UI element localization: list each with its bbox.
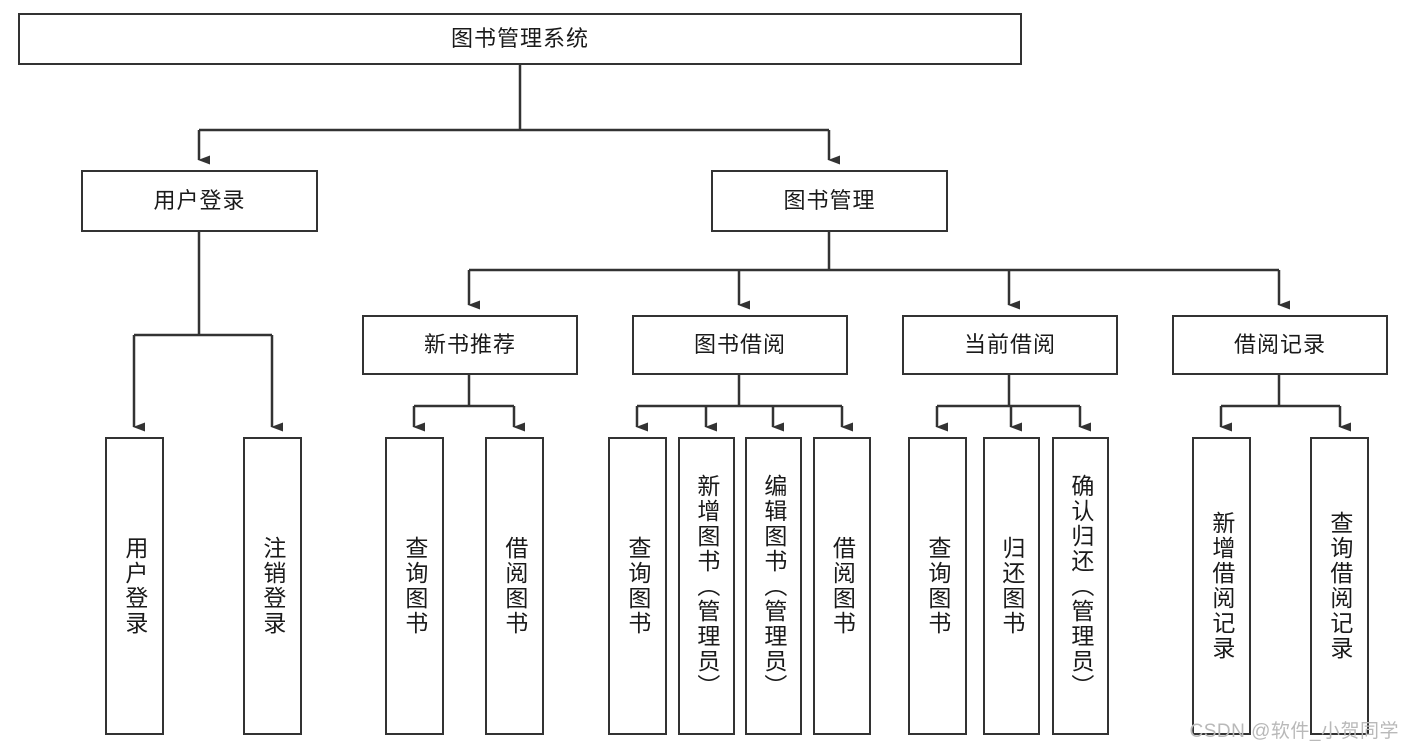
leaf-borrow-book-label: 借阅图书 <box>829 536 856 636</box>
node-user-login[interactable]: 用户登录 <box>81 170 318 232</box>
leaf-query-book-borrow-label: 查询图书 <box>624 536 651 636</box>
leaf-query-book-current[interactable]: 查询图书 <box>908 437 967 735</box>
node-new-book-recommendation-label: 新书推荐 <box>423 331 516 357</box>
leaf-user-login[interactable]: 用户登录 <box>105 437 164 735</box>
leaf-borrow-book[interactable]: 借阅图书 <box>813 437 871 735</box>
leaf-borrow-book-recommendation[interactable]: 借阅图书 <box>485 437 544 735</box>
node-book-manage-label: 图书管理 <box>783 187 876 213</box>
leaf-confirm-return-admin[interactable]: 确认归还（管理员） <box>1052 437 1109 735</box>
leaf-add-borrow-record-label: 新增借阅记录 <box>1208 511 1235 661</box>
leaf-edit-book-admin[interactable]: 编辑图书（管理员） <box>745 437 802 735</box>
node-root[interactable]: 图书管理系统 <box>18 13 1022 65</box>
leaf-query-book-borrow[interactable]: 查询图书 <box>608 437 667 735</box>
leaf-query-book-current-label: 查询图书 <box>924 536 951 636</box>
leaf-query-borrow-record[interactable]: 查询借阅记录 <box>1310 437 1369 735</box>
node-borrow-record[interactable]: 借阅记录 <box>1172 315 1388 375</box>
leaf-query-book-recommendation-label: 查询图书 <box>401 536 428 636</box>
leaf-add-borrow-record[interactable]: 新增借阅记录 <box>1192 437 1251 735</box>
node-new-book-recommendation[interactable]: 新书推荐 <box>362 315 578 375</box>
leaf-logout-label: 注销登录 <box>259 536 286 636</box>
node-current-borrow-label: 当前借阅 <box>963 331 1056 357</box>
leaf-borrow-book-recommendation-label: 借阅图书 <box>501 536 528 636</box>
leaf-logout[interactable]: 注销登录 <box>243 437 302 735</box>
leaf-edit-book-admin-label: 编辑图书（管理员） <box>760 473 787 699</box>
leaf-return-book-label: 归还图书 <box>998 536 1025 636</box>
leaf-query-book-recommendation[interactable]: 查询图书 <box>385 437 444 735</box>
node-book-manage[interactable]: 图书管理 <box>711 170 948 232</box>
leaf-return-book[interactable]: 归还图书 <box>983 437 1040 735</box>
node-borrow-record-label: 借阅记录 <box>1233 331 1326 357</box>
leaf-user-login-label: 用户登录 <box>121 536 148 636</box>
leaf-add-book-admin[interactable]: 新增图书（管理员） <box>678 437 735 735</box>
leaf-add-book-admin-label: 新增图书（管理员） <box>693 473 720 699</box>
node-user-login-label: 用户登录 <box>153 187 246 213</box>
node-book-borrow[interactable]: 图书借阅 <box>632 315 848 375</box>
node-current-borrow[interactable]: 当前借阅 <box>902 315 1118 375</box>
leaf-confirm-return-admin-label: 确认归还（管理员） <box>1067 473 1094 699</box>
leaf-query-borrow-record-label: 查询借阅记录 <box>1326 511 1353 661</box>
csdn-watermark: CSDN @软件_小贺同学 <box>1189 721 1399 742</box>
node-book-borrow-label: 图书借阅 <box>693 331 786 357</box>
node-root-label: 图书管理系统 <box>450 25 589 51</box>
